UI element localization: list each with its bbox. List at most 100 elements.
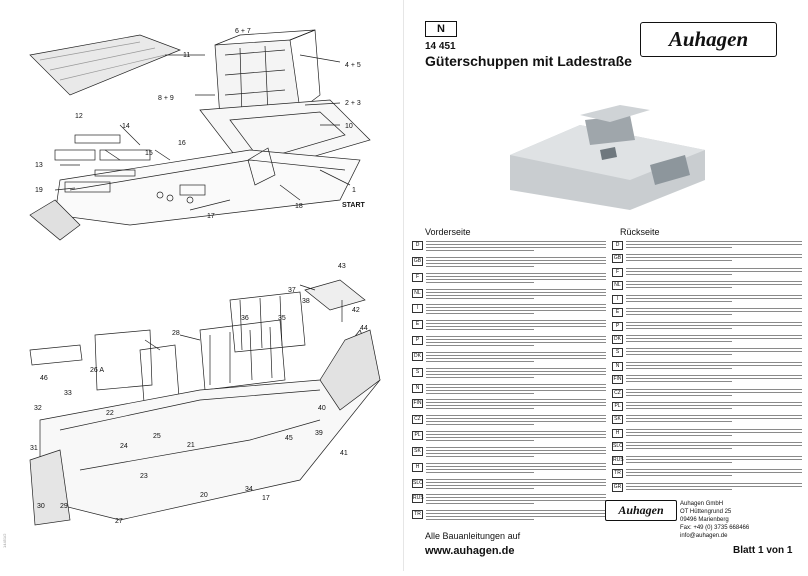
instruction-block-e: E	[612, 307, 802, 318]
callout-28: 28	[172, 330, 180, 337]
instruction-block-nl: NL	[412, 288, 606, 299]
instruction-block-tr: TR	[412, 509, 606, 521]
instruction-block-i: I	[412, 303, 606, 315]
callout-6-7: 6 + 7	[235, 28, 251, 35]
callout-8-9: 8 + 9	[158, 95, 174, 102]
callout-39: 39	[315, 430, 323, 437]
language-code: S	[612, 348, 623, 358]
instruction-block-cz: CZ	[412, 414, 606, 426]
side-code: 14451/2	[2, 533, 7, 548]
callout-17b: 17	[262, 495, 270, 502]
instruction-block-sk: SK	[412, 446, 606, 457]
instruction-block-gr: GR	[612, 482, 802, 492]
callout-29: 29	[60, 503, 68, 510]
instruction-block-h: H	[412, 462, 606, 473]
language-code: SLO	[412, 478, 424, 488]
fold-line	[403, 0, 404, 571]
instruction-block-pl: PL	[612, 401, 802, 412]
callout-42: 42	[352, 307, 360, 314]
instruction-block-p: P	[412, 335, 606, 346]
callout-10: 10	[345, 123, 353, 130]
instruction-block-d: D	[412, 240, 606, 251]
language-code: GB	[612, 254, 623, 264]
instruction-block-gb: GB	[612, 253, 802, 264]
callout-1: 1	[352, 187, 356, 194]
company-name: Auhagen GmbH	[680, 501, 724, 507]
instruction-block-tr: TR	[612, 468, 802, 479]
language-code: GR	[612, 482, 623, 492]
language-code: PL	[412, 431, 423, 440]
callout-33: 33	[64, 390, 72, 397]
callout-37: 37	[288, 287, 296, 294]
instruction-block-dk: DK	[612, 334, 802, 344]
callout-22: 22	[106, 410, 114, 417]
company-address: Auhagen GmbH OT Hüttengrund 25 09496 Mar…	[680, 500, 749, 540]
back-label: Rückseite	[620, 227, 660, 237]
language-code: S	[412, 367, 423, 377]
page-title: Güterschuppen mit Ladestraße	[425, 53, 632, 69]
footer-url[interactable]: www.auhagen.de	[425, 545, 515, 557]
exploded-assembly-drawing: 6 + 7 11 4 + 5 8 + 9 2 + 3 10 12 14 13 1…	[29, 28, 381, 526]
language-code: P	[612, 321, 623, 331]
instruction-block-s: S	[412, 367, 606, 378]
callout-18: 18	[295, 203, 303, 210]
instruction-block-h: H	[612, 428, 802, 438]
language-code: RUS	[412, 494, 424, 504]
company-city: 09496 Marienberg	[680, 517, 729, 523]
language-code: P	[412, 336, 423, 345]
language-code: FIN	[412, 399, 423, 409]
callout-21: 21	[187, 442, 195, 449]
callout-35: 35	[278, 315, 286, 322]
callout-23: 23	[140, 473, 148, 480]
callout-26a: 26 A	[90, 367, 104, 374]
instruction-block-pl: PL	[412, 430, 606, 441]
language-code: I	[412, 304, 423, 314]
callout-41: 41	[340, 450, 348, 457]
language-code: TR	[412, 510, 423, 520]
callout-4-5: 4 + 5	[345, 62, 361, 69]
callout-2-3: 2 + 3	[345, 100, 361, 107]
callout-19: 19	[35, 187, 43, 194]
callout-40: 40	[318, 405, 326, 412]
language-code: TR	[612, 469, 623, 479]
instruction-block-sk: SK	[612, 414, 802, 425]
callout-45: 45	[285, 435, 293, 442]
language-code: D	[412, 241, 423, 250]
language-code: E	[412, 320, 423, 330]
exploded-view-panel: 6 + 7 11 4 + 5 8 + 9 2 + 3 10 12 14 13 1…	[0, 0, 404, 571]
language-code: D	[612, 241, 623, 250]
language-code: DK	[612, 334, 623, 344]
language-code: I	[612, 294, 623, 304]
callout-27: 27	[115, 518, 123, 525]
language-code: GB	[412, 256, 423, 266]
callout-43: 43	[338, 263, 346, 270]
language-code: NL	[612, 281, 623, 291]
company-fax: Fax: +49 (0) 3735 668466	[680, 525, 750, 531]
language-code: N	[412, 383, 423, 393]
callout-31: 31	[30, 445, 38, 452]
language-code: N	[612, 361, 623, 371]
language-code: RUS	[612, 455, 624, 465]
instruction-block-nl: NL	[612, 280, 802, 291]
company-street: OT Hüttengrund 25	[680, 509, 732, 515]
article-number: 14 451	[425, 41, 456, 52]
language-code: H	[612, 428, 623, 438]
callout-34: 34	[245, 486, 253, 493]
language-code: F	[412, 272, 423, 282]
instruction-block-i: I	[612, 294, 802, 304]
callout-24: 24	[120, 443, 128, 450]
footer-logo: Auhagen	[605, 500, 677, 521]
language-code: F	[612, 267, 623, 277]
instruction-block-rus: RUS	[412, 493, 606, 505]
instruction-block-cz: CZ	[612, 388, 802, 398]
instruction-block-p: P	[612, 321, 802, 331]
language-code: SK	[612, 415, 623, 425]
instruction-block-f: F	[612, 267, 802, 277]
callout-13: 13	[35, 162, 43, 169]
front-label: Vorderseite	[425, 227, 471, 237]
callout-46: 46	[40, 375, 48, 382]
instruction-block-rus: RUS	[612, 455, 802, 465]
instruction-block-slo: SLO	[612, 441, 802, 452]
callout-30: 30	[37, 503, 45, 510]
instruction-block-fin: FIN	[612, 374, 802, 385]
